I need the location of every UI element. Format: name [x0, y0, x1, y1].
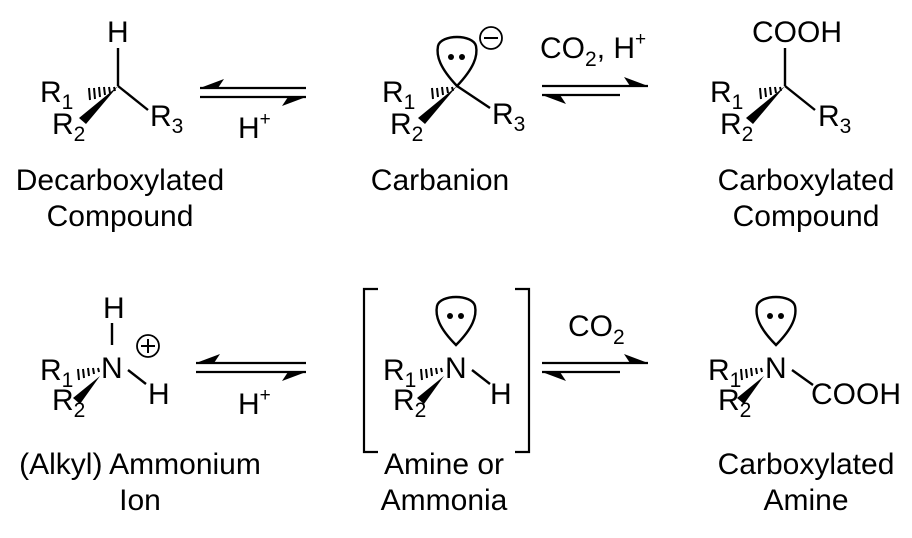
- wedge-bond-r2: [737, 376, 764, 404]
- lone-pair-orbital: [436, 35, 478, 88]
- carbanion-structure: R1 R2 R3: [382, 26, 525, 146]
- negative-charge-icon: [479, 26, 503, 50]
- ammonium-ion-structure: H N H R1 R2: [40, 292, 170, 422]
- c-r3-bond: [784, 85, 816, 111]
- proton-label-bottom: H+: [238, 385, 271, 421]
- caption-amine-line1: Amine or: [384, 448, 504, 481]
- hydrogen-atom: H: [107, 16, 129, 49]
- carboxyl-group: COOH: [811, 378, 901, 411]
- lone-pair-orbital: [755, 295, 797, 347]
- r1-group: R1: [382, 76, 415, 114]
- n-cooh-bond: [791, 369, 814, 386]
- co2-proton-label: CO2, H+: [540, 29, 646, 71]
- lone-pair-orbital: [435, 295, 477, 347]
- hydrogen-right: H: [148, 378, 170, 411]
- r1-group: R1: [708, 354, 741, 392]
- caption-carboxylated-line2: Compound: [733, 200, 880, 233]
- c-r3-bond: [117, 85, 149, 111]
- caption-amine-line2: Ammonia: [381, 484, 508, 517]
- r1-group: R1: [710, 76, 743, 114]
- r2-group: R2: [52, 384, 85, 422]
- caption-decarboxylated-line2: Compound: [47, 200, 194, 233]
- r3-group: R3: [492, 98, 525, 136]
- r1-group: R1: [40, 354, 73, 392]
- decarboxylated-compound-structure: H R1 R2 R3: [40, 16, 183, 146]
- hashed-bond-r1: [77, 367, 100, 381]
- n-h-bond: [471, 369, 491, 385]
- equilibrium-arrow-protonation-top: [200, 79, 306, 106]
- right-bracket: [515, 287, 531, 454]
- carboxylated-amine-structure: N COOH R1 R2: [708, 295, 901, 422]
- caption-decarboxylated-line1: Decarboxylated: [16, 164, 224, 197]
- caption-ammonium-line2: Ion: [119, 484, 161, 517]
- nitrogen-atom: N: [445, 352, 467, 385]
- hashed-bond-r1: [420, 367, 443, 381]
- r3-group: R3: [818, 100, 851, 138]
- n-h-right-bond: [127, 369, 147, 385]
- hydrogen-atom: H: [490, 378, 512, 411]
- r1-group: R1: [40, 76, 73, 114]
- r2-group: R2: [718, 384, 751, 422]
- carboxylated-compound-structure: COOH R1 R2 R3: [710, 16, 851, 146]
- caption-ammonium-line1: (Alkyl) Ammonium: [19, 448, 261, 481]
- hashed-bond-r1: [740, 367, 763, 381]
- hashed-bond-r1: [759, 86, 782, 100]
- caption-carboxylated-amine-line2: Amine: [763, 484, 848, 517]
- equilibrium-arrow-carboxylation-bottom: [542, 354, 648, 381]
- r1-group: R1: [383, 354, 416, 392]
- r3-group: R3: [150, 100, 183, 138]
- r2-group: R2: [720, 108, 753, 146]
- proton-label-top: H+: [238, 109, 271, 145]
- c-r3-bond: [456, 85, 491, 109]
- carboxyl-group: COOH: [752, 16, 842, 49]
- nitrogen-atom: N: [765, 352, 787, 385]
- hashed-bond-r1: [88, 86, 116, 101]
- nitrogen-atom: N: [101, 352, 123, 385]
- amine-structure: N H R1 R2: [383, 295, 512, 422]
- hydrogen-top: H: [103, 292, 125, 325]
- caption-carboxylated-line1: Carboxylated: [718, 164, 895, 197]
- left-bracket: [362, 287, 378, 454]
- positive-charge-icon: [136, 334, 160, 358]
- r2-group: R2: [390, 108, 423, 146]
- wedge-bond-r2: [418, 86, 457, 124]
- wedge-bond-r2: [79, 86, 118, 124]
- wedge-bond-r2: [73, 376, 100, 404]
- equilibrium-arrow-carboxylation-top: [542, 77, 648, 104]
- caption-carboxylated-amine-line1: Carboxylated: [718, 448, 895, 481]
- co2-label: CO2: [568, 310, 625, 349]
- wedge-bond-r2: [417, 376, 444, 404]
- wedge-bond-r2: [746, 86, 785, 124]
- r2-group: R2: [52, 108, 85, 146]
- r2-group: R2: [393, 384, 426, 422]
- equilibrium-arrow-protonation-bottom: [196, 354, 306, 381]
- caption-carbanion: Carbanion: [371, 164, 509, 197]
